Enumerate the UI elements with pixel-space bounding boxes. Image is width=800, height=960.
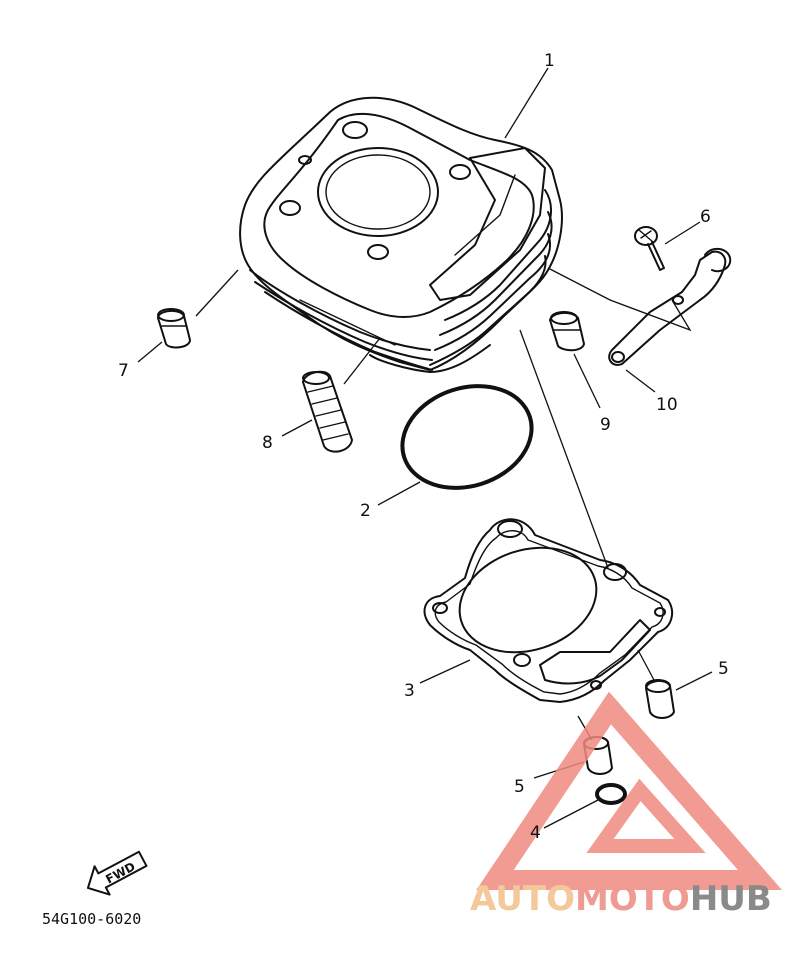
fwd-arrow-icon: FWD bbox=[86, 850, 148, 896]
cylinder-part-1 bbox=[239, 67, 563, 373]
watermark-moto: MOTO bbox=[575, 879, 690, 919]
callout-10: 10 bbox=[656, 395, 678, 415]
callout-3: 3 bbox=[404, 681, 415, 701]
dowel-pin-part-9 bbox=[519, 311, 609, 569]
callout-5-left: 5 bbox=[514, 777, 525, 797]
watermark-auto: AUTO bbox=[470, 879, 575, 919]
watermark-hub: HUB bbox=[690, 879, 772, 919]
callout-4: 4 bbox=[530, 823, 541, 843]
automotohub-logo-watermark bbox=[476, 691, 782, 890]
o-ring-part-4 bbox=[543, 783, 627, 829]
dowel-pin-part-7 bbox=[137, 269, 239, 363]
stud-bolt-part-8 bbox=[281, 337, 381, 453]
callout-9: 9 bbox=[600, 415, 611, 435]
dowel-pin-part-5-right bbox=[637, 649, 713, 719]
callout-6: 6 bbox=[700, 207, 711, 227]
part-code: 54G100-6020 bbox=[42, 910, 141, 928]
breather-bracket-part-10 bbox=[547, 247, 732, 393]
callout-5-right: 5 bbox=[718, 659, 729, 679]
fwd-label: FWD bbox=[103, 859, 137, 886]
bolt-part-6 bbox=[634, 221, 701, 271]
callout-7: 7 bbox=[118, 361, 129, 381]
watermark-text: AUTOMOTOHUB bbox=[470, 879, 772, 919]
callout-2: 2 bbox=[360, 501, 371, 521]
callout-8: 8 bbox=[262, 433, 273, 453]
o-ring-part-2 bbox=[377, 384, 534, 506]
cylinder-gasket-part-3 bbox=[419, 518, 674, 703]
callout-1: 1 bbox=[544, 51, 555, 71]
